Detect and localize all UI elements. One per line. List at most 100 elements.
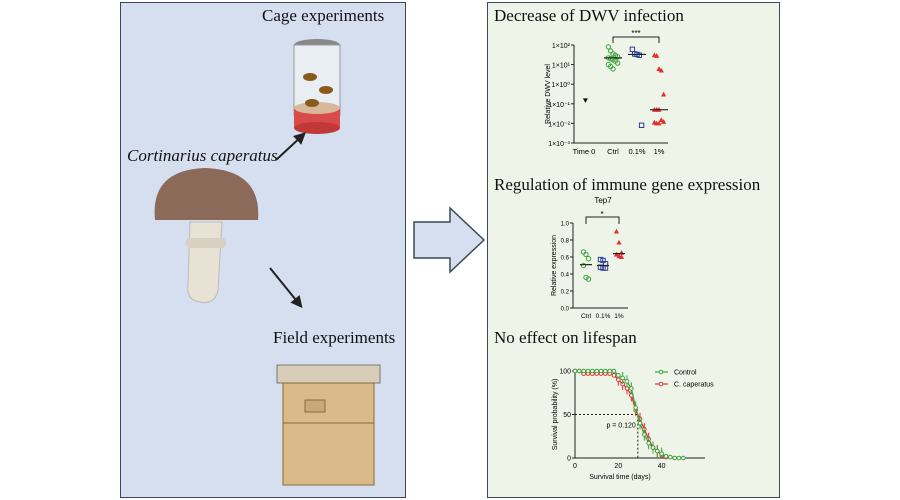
data-point (603, 368, 608, 374)
x-tick-label: 20 (614, 463, 622, 470)
x-tick-label: Ctrl (607, 147, 619, 156)
data-point (585, 256, 592, 262)
data-point (620, 375, 625, 381)
data-point (614, 54, 621, 60)
y-axis-label: Survival probability (%) (552, 379, 559, 451)
data-point (611, 368, 617, 374)
x-tick-label: 1% (654, 147, 665, 156)
y-tick-label: 0.2 (561, 290, 570, 296)
x-tick-label: Time 0 (573, 147, 596, 156)
data-point (605, 44, 612, 50)
data-point (636, 52, 642, 58)
y-tick-label: 0.8 (561, 239, 570, 245)
x-tick-label: 1% (614, 313, 624, 320)
y-tick-label: 1×10² (552, 43, 571, 50)
data-point (590, 368, 595, 374)
cage-illustration (293, 39, 341, 134)
data-point (654, 53, 660, 58)
y-tick-label: 0.4 (561, 273, 570, 279)
significance-label: * (600, 210, 603, 219)
data-point (629, 46, 636, 53)
cage-experiments-title: Cage experiments (262, 6, 385, 25)
data-point (638, 122, 645, 128)
data-point (582, 98, 588, 103)
data-point (656, 120, 662, 126)
y-tick-label: 1×10¹ (552, 63, 571, 70)
y-axis-label: Relative expression (551, 235, 558, 296)
data-point (663, 453, 669, 459)
arrow-to-field (269, 267, 303, 309)
data-point (668, 454, 673, 460)
data-point (655, 448, 660, 454)
y-tick-label: 1×10⁻³ (548, 141, 570, 148)
x-tick-label: 0.1% (628, 147, 645, 156)
data-point (661, 119, 667, 124)
x-tick-label: 0.1% (596, 313, 611, 320)
data-point (572, 368, 578, 374)
significance-bracket (585, 216, 620, 224)
x-axis-label: Survival time (days) (589, 474, 650, 481)
x-tick-label: 0 (573, 463, 577, 470)
data-point (581, 368, 586, 374)
data-point (629, 386, 634, 391)
y-tick-label: 0.0 (561, 307, 570, 313)
data-point (658, 67, 664, 73)
arrow-to-cage (275, 132, 306, 161)
data-point (650, 445, 656, 450)
data-point (614, 60, 621, 66)
lifespan-title: No effect on lifespan (494, 328, 637, 347)
immune-title: Regulation of immune gene expression (494, 175, 761, 194)
y-axis-label: Relative DWV level (545, 64, 552, 124)
data-point (610, 66, 616, 72)
y-tick-label: 0 (567, 456, 571, 463)
data-point (659, 451, 664, 456)
data-point (580, 262, 587, 269)
legend-label: C. caperatus (674, 382, 714, 389)
results-panel (487, 2, 780, 498)
x-tick-label: Ctrl (581, 313, 592, 320)
data-point (624, 379, 630, 384)
data-point (681, 455, 686, 461)
data-point (618, 254, 625, 259)
species-label: Cortinarius caperatus (127, 146, 278, 165)
y-tick-label: 1×10⁻¹ (548, 102, 570, 109)
data-point (611, 373, 617, 378)
y-tick-label: 0.6 (561, 256, 570, 262)
legend-label: Control (674, 370, 697, 377)
legend-marker (658, 381, 664, 387)
data-point (594, 368, 599, 374)
data-point (633, 405, 638, 410)
p-value-annotation: p = 0.120 (606, 423, 635, 430)
data-point (661, 91, 667, 97)
legend-marker (658, 369, 664, 375)
chart-title: Tep7 (594, 196, 612, 205)
data-point (646, 440, 651, 446)
data-point (616, 377, 621, 383)
field-experiments-title: Field experiments (273, 328, 396, 347)
data-point (672, 455, 677, 461)
data-point (642, 432, 647, 437)
significance-bracket (612, 36, 660, 43)
dwv-title: Decrease of DWV infection (494, 6, 684, 25)
median-guide (575, 414, 639, 458)
data-point (607, 368, 612, 374)
mushroom-illustration (154, 168, 259, 303)
y-tick-label: 1×10⁻² (548, 121, 570, 128)
data-point (598, 368, 604, 374)
y-tick-label: 50 (563, 412, 571, 419)
data-point (658, 117, 664, 122)
data-point (616, 239, 622, 245)
x-tick-label: 40 (658, 463, 666, 470)
big-arrow-icon (413, 206, 486, 274)
data-point (585, 368, 591, 374)
y-tick-label: 1.0 (561, 222, 570, 228)
y-tick-label: 100 (559, 369, 571, 376)
data-point (577, 368, 582, 374)
hive-illustration (276, 364, 381, 486)
y-tick-label: 1×10⁰ (551, 81, 570, 89)
data-point (637, 420, 643, 426)
data-point (608, 48, 614, 54)
data-point (676, 455, 682, 461)
